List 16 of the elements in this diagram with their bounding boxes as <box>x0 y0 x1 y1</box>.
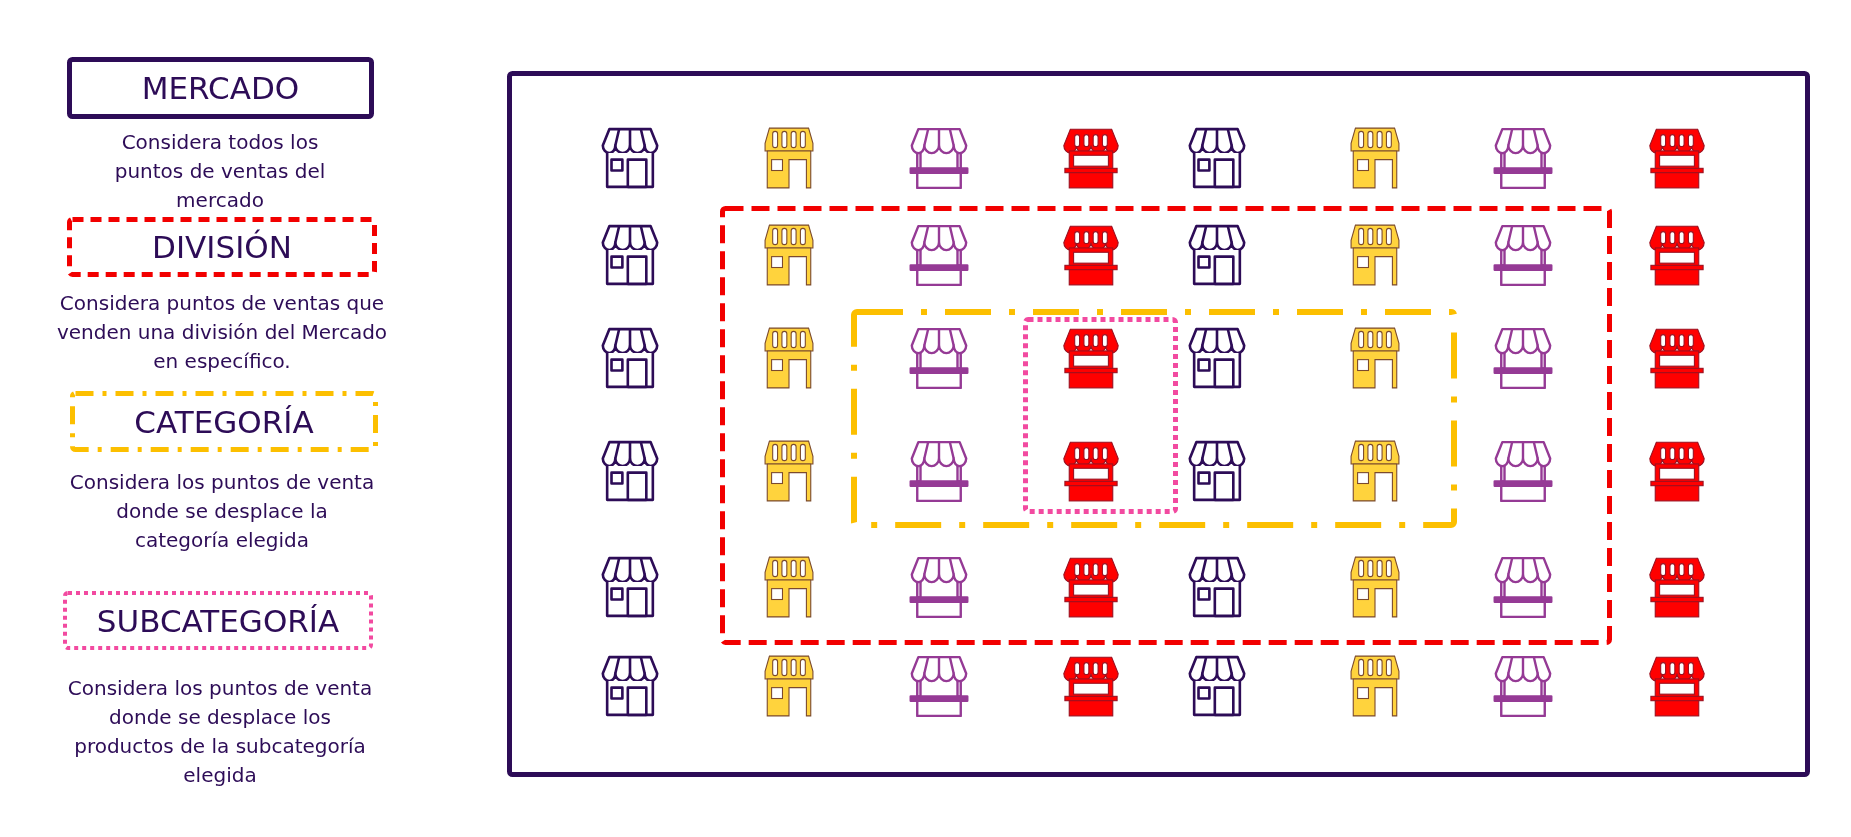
dash-dot-frame <box>851 309 1457 528</box>
solid-frame <box>507 71 1810 777</box>
frame-title: DIVISIÓN <box>152 228 292 266</box>
dotted-frame <box>1023 317 1178 514</box>
frame-title: SUBCATEGORÍA <box>96 601 340 640</box>
description-text: Considera los puntos de venta donde se desplace los productos de la subcategoría elegida <box>67 675 373 789</box>
dash-dot-frame <box>70 391 378 452</box>
frame-title: MERCADO <box>141 69 300 107</box>
solid-frame <box>67 57 374 119</box>
dashed-frame <box>67 217 377 277</box>
description-text: Considera todos los puntos de ventas del mercado <box>113 129 327 214</box>
description-text: Considera los puntos de venta donde se desplace la categoría elegida <box>69 469 375 554</box>
dotted-frame <box>63 591 373 650</box>
frame-title: CATEGORÍA <box>134 402 314 441</box>
description-text: Considera puntos de ventas que venden una división del Mercado en específico. <box>55 290 389 375</box>
dashed-frame <box>720 206 1612 645</box>
